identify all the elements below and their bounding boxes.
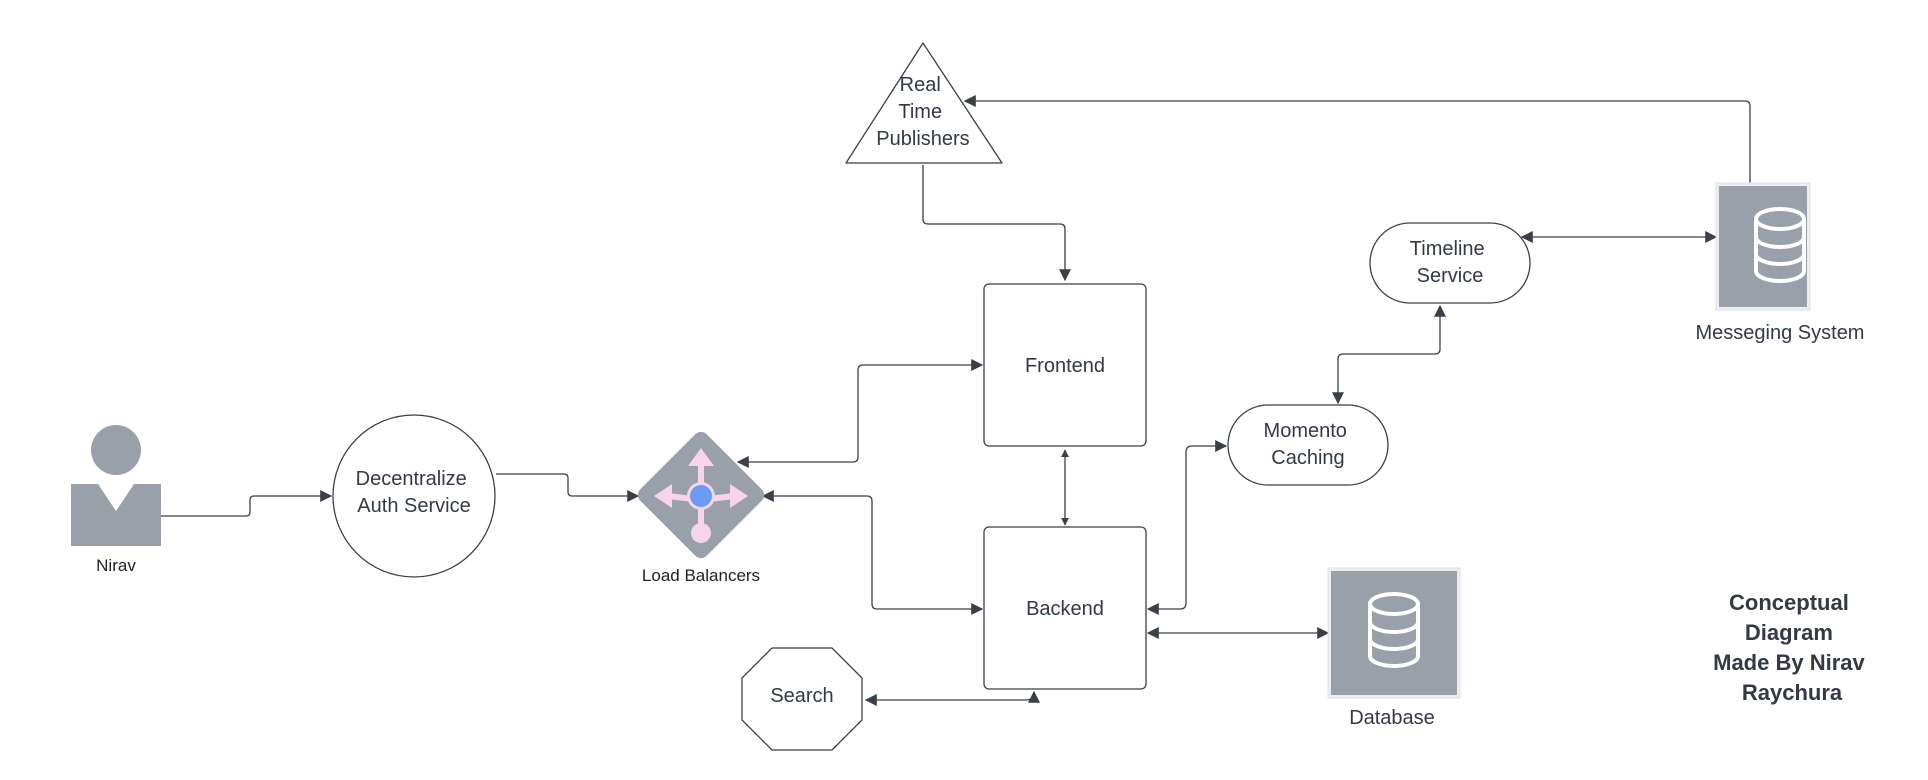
connector-messaging-publishers [963,95,1751,184]
connector-publishers-frontend [922,165,1071,282]
caching-shape [1227,404,1389,486]
frontend-shape [983,283,1147,447]
user-icon [71,425,161,546]
publishers-label: Real Time Publishers [876,74,969,150]
publishers-node[interactable]: Real Time Publishers [845,42,1003,164]
frontend-node[interactable]: Frontend [983,283,1147,447]
diagram-note: Conceptual Diagram Made By Nirav Raychur… [1713,590,1871,705]
connector-user-auth [161,490,333,517]
messaging-node[interactable]: Messeging System [1696,182,1865,344]
user-label: Nirav [96,556,136,575]
timeline-label: Timeline Service [1410,238,1490,287]
database-icon [1327,567,1461,699]
caching-label: Momento Caching [1264,420,1353,469]
search-label: Search [770,685,833,707]
publishers-shape [845,42,1003,164]
connector-auth-loadbalancer [496,473,640,502]
timeline-shape [1369,222,1531,304]
caching-node[interactable]: Momento Caching [1227,404,1389,486]
backend-shape [983,526,1147,690]
auth-service-label: Decentralize Auth Service [356,468,473,517]
timeline-node[interactable]: Timeline Service [1369,222,1531,304]
database-label: Database [1349,707,1435,729]
frontend-label: Frontend [1025,355,1105,377]
connector-backend-caching [1146,440,1228,615]
connector-backend-search [864,690,1040,706]
connector-loadbalancer-backend [761,490,984,615]
backend-node[interactable]: Backend [983,526,1147,690]
user-node[interactable]: Nirav [71,425,161,575]
messaging-label: Messeging System [1696,322,1865,344]
database-node[interactable]: Database [1327,567,1461,729]
auth-service-node[interactable]: Decentralize Auth Service [332,414,496,578]
connector-timeline-caching [1332,304,1446,405]
backend-label: Backend [1026,598,1104,620]
load-balancer-icon [637,431,765,559]
auth-service-shape [332,414,496,578]
search-shape [741,647,863,751]
load-balancer-label: Load Balancers [642,566,760,585]
search-node[interactable]: Search [741,647,863,751]
load-balancer-node[interactable]: Load Balancers [635,429,768,585]
connector-loadbalancer-frontend [736,359,984,468]
messaging-database-icon [1715,182,1811,311]
